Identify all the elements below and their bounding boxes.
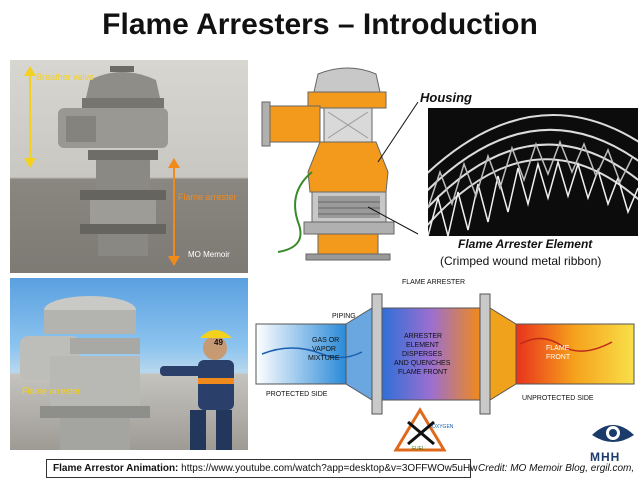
photo-breather-valve-arrester: Breather valve Flame arrester MO Memoir [10,60,248,273]
arrester-text-4: AND QUENCHES [394,360,451,367]
photo-technician-arrester: Flame arrester 49 [10,278,248,450]
flame-arrester-label-top: Flame arrester [178,192,237,202]
gas-text-2: VAPOR [312,346,336,353]
technician-illustration [20,296,234,450]
flame-arrester-schematic: FLAME ARRESTER PIPING GAS OR VAPOR MIXTU… [255,279,635,452]
arrester-text-2: ELEMENT [406,342,440,349]
piping-text: PIPING [332,313,356,320]
animation-label: Flame Arrestor Animation: [53,463,179,474]
animation-link-box: Flame Arrestor Animation: https://www.yo… [46,459,477,478]
credit-text: Credit: MO Memoir Blog, ergil.com, [478,463,635,474]
cutaway-illustration [261,67,419,261]
flame-arrester-label-bottom: Flame arrester [22,386,81,396]
arrester-text-5: FLAME FRONT [398,369,448,376]
valve-illustration [24,66,180,266]
gas-text-1: GAS OR [312,337,339,344]
flame-text-2: FRONT [546,354,571,361]
housing-label: Housing [420,90,472,105]
protected-side-text: PROTECTED SIDE [266,391,328,398]
flame-text-1: FLAME [546,345,570,352]
arrester-text-1: ARRESTER [404,333,442,340]
triangle-oxygen-text: OXYGEN [432,424,454,430]
logo-text: MHH [590,450,621,464]
gas-text-3: MIXTURE [308,355,340,362]
unprotected-side-text: UNPROTECTED SIDE [522,395,594,402]
arrester-text-3: DISPERSES [402,351,442,358]
animation-url[interactable]: https://www.youtube.com/watch?app=deskto… [181,463,478,474]
crimped-ribbon-photo [428,108,638,236]
photo-watermark: MO Memoir [188,250,230,259]
ribbon-illustration [428,114,638,236]
helmet-number: 49 [214,338,223,347]
flame-arrester-text: FLAME ARRESTER [402,279,465,286]
element-label: Flame Arrester Element [458,237,593,251]
mhh-eye-logo [592,425,634,442]
breather-valve-label: Breather valve [36,72,95,82]
triangle-fuel-text: FUEL [412,446,425,452]
page-title: Flame Arresters – Introduction [102,8,538,41]
cutaway-drawing [258,62,428,262]
element-sub-label: (Crimped wound metal ribbon) [440,254,602,268]
